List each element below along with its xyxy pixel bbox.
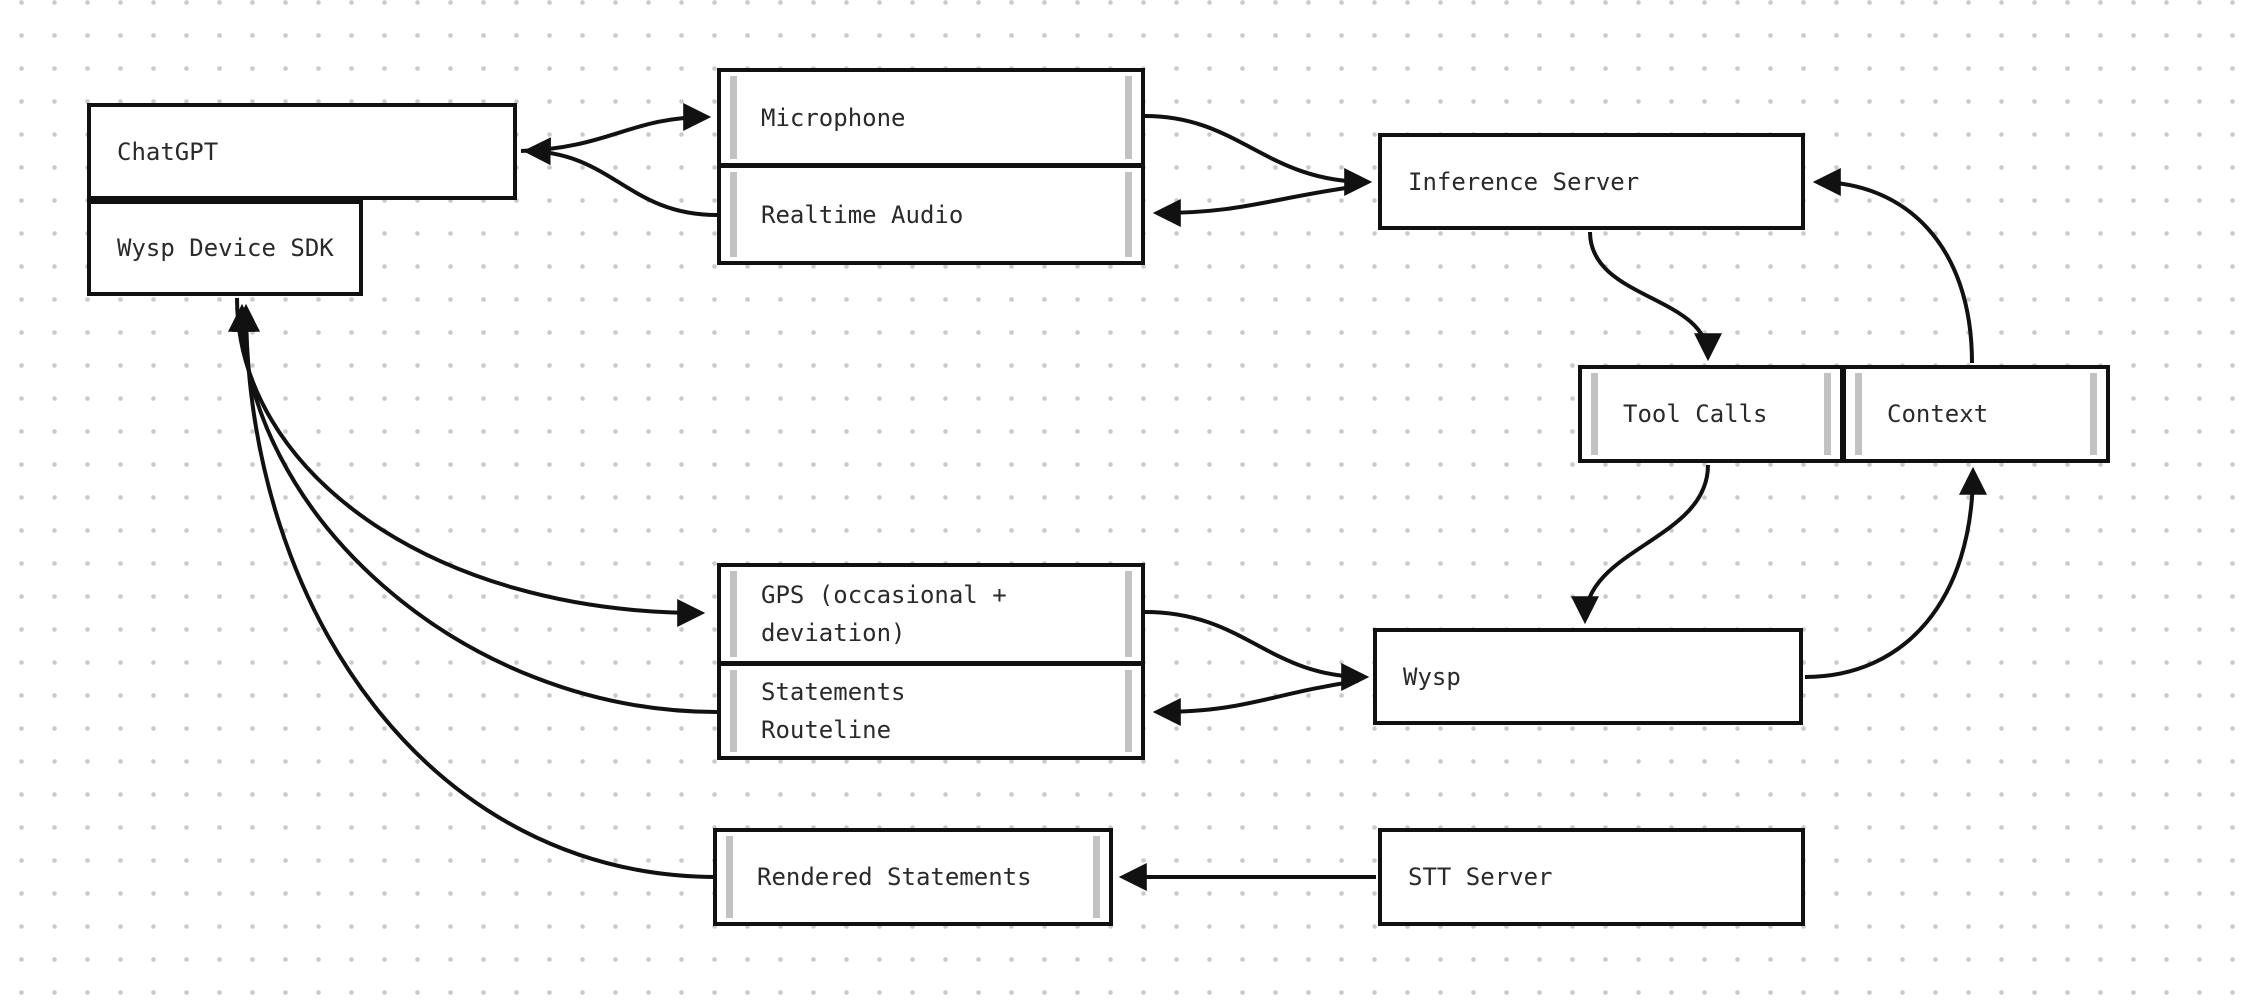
- node-stt-server-label: STT Server: [1408, 863, 1553, 891]
- edge-wysp-to-context[interactable]: [1804, 466, 1987, 679]
- subroutine-bar-icon: [1125, 571, 1132, 657]
- edge-rendered-statements-to-wysp-device-sdk[interactable]: [232, 303, 718, 879]
- subroutine-bar-icon: [2090, 373, 2097, 455]
- node-realtime-audio-label: Realtime Audio: [761, 200, 964, 229]
- node-microphone-label: Microphone: [761, 103, 906, 132]
- node-context[interactable]: Context: [1846, 369, 2106, 459]
- subroutine-bar-icon: [1125, 670, 1132, 752]
- edge-wysp-to-statements-routeline[interactable]: [1152, 679, 1359, 726]
- edge-tool-calls-to-wysp[interactable]: [1571, 464, 1710, 625]
- node-realtime-audio[interactable]: Realtime Audio: [721, 168, 1141, 261]
- node-chatgpt-label: ChatGPT: [117, 137, 219, 166]
- edge-inference-server-to-realtime-audio[interactable]: [1152, 184, 1361, 227]
- edge-gps-to-wysp[interactable]: [1144, 610, 1370, 691]
- subroutine-bar-icon: [1591, 373, 1598, 455]
- node-rendered-statements[interactable]: Rendered Statements: [713, 828, 1113, 926]
- subroutine-bar-icon: [730, 76, 737, 159]
- node-chatgpt[interactable]: ChatGPT: [87, 103, 517, 200]
- node-rendered-statements-label: Rendered Statements: [757, 863, 1032, 891]
- node-inference-server[interactable]: Inference Server: [1378, 133, 1805, 230]
- subroutine-bar-icon: [726, 836, 733, 918]
- compound-gps-statements: GPS (occasional + deviation) Statements …: [717, 563, 1145, 760]
- node-stt-server[interactable]: STT Server: [1378, 828, 1805, 926]
- node-wysp-device-sdk-label: Wysp Device SDK: [117, 234, 334, 262]
- edge-statements-routeline-to-wysp-device-sdk[interactable]: [228, 303, 718, 714]
- column-divider: [1840, 369, 1846, 459]
- subroutine-bar-icon: [730, 670, 737, 752]
- node-tool-calls-label: Tool Calls: [1623, 400, 1768, 428]
- subroutine-bar-icon: [1125, 172, 1132, 257]
- compound-tools-context: Tool Calls Context: [1578, 365, 2110, 463]
- node-statements-routeline[interactable]: Statements Routeline: [721, 666, 1141, 756]
- compound-audio: Microphone Realtime Audio: [717, 68, 1145, 265]
- row-divider: [721, 661, 1141, 666]
- subroutine-bar-icon: [1093, 836, 1100, 918]
- subroutine-bar-icon: [1824, 373, 1831, 455]
- node-statements-routeline-label: Statements Routeline: [761, 678, 906, 744]
- node-microphone[interactable]: Microphone: [721, 72, 1141, 163]
- subroutine-bar-icon: [730, 571, 737, 657]
- node-inference-server-label: Inference Server: [1408, 167, 1640, 196]
- subroutine-bar-icon: [730, 172, 737, 257]
- node-wysp-label: Wysp: [1403, 662, 1461, 691]
- edge-realtime-audio-to-chatgpt[interactable]: [522, 137, 718, 217]
- row-divider: [721, 163, 1141, 168]
- edge-microphone-to-inference-server[interactable]: [1144, 114, 1373, 196]
- node-wysp[interactable]: Wysp: [1373, 628, 1803, 725]
- node-context-label: Context: [1887, 400, 1989, 428]
- edge-chatgpt-to-microphone[interactable]: [520, 103, 712, 153]
- edge-inference-server-to-tool-calls[interactable]: [1588, 231, 1722, 362]
- node-tool-calls[interactable]: Tool Calls: [1582, 369, 1840, 459]
- subroutine-bar-icon: [1855, 373, 1862, 455]
- node-gps[interactable]: GPS (occasional + deviation): [721, 567, 1141, 661]
- edge-wysp-device-sdk-to-gps[interactable]: [235, 297, 706, 627]
- node-wysp-device-sdk[interactable]: Wysp Device SDK: [87, 200, 363, 296]
- node-gps-label: GPS (occasional + deviation): [761, 581, 1007, 647]
- subroutine-bar-icon: [1125, 76, 1132, 159]
- edge-context-to-inference-server[interactable]: [1812, 168, 1974, 364]
